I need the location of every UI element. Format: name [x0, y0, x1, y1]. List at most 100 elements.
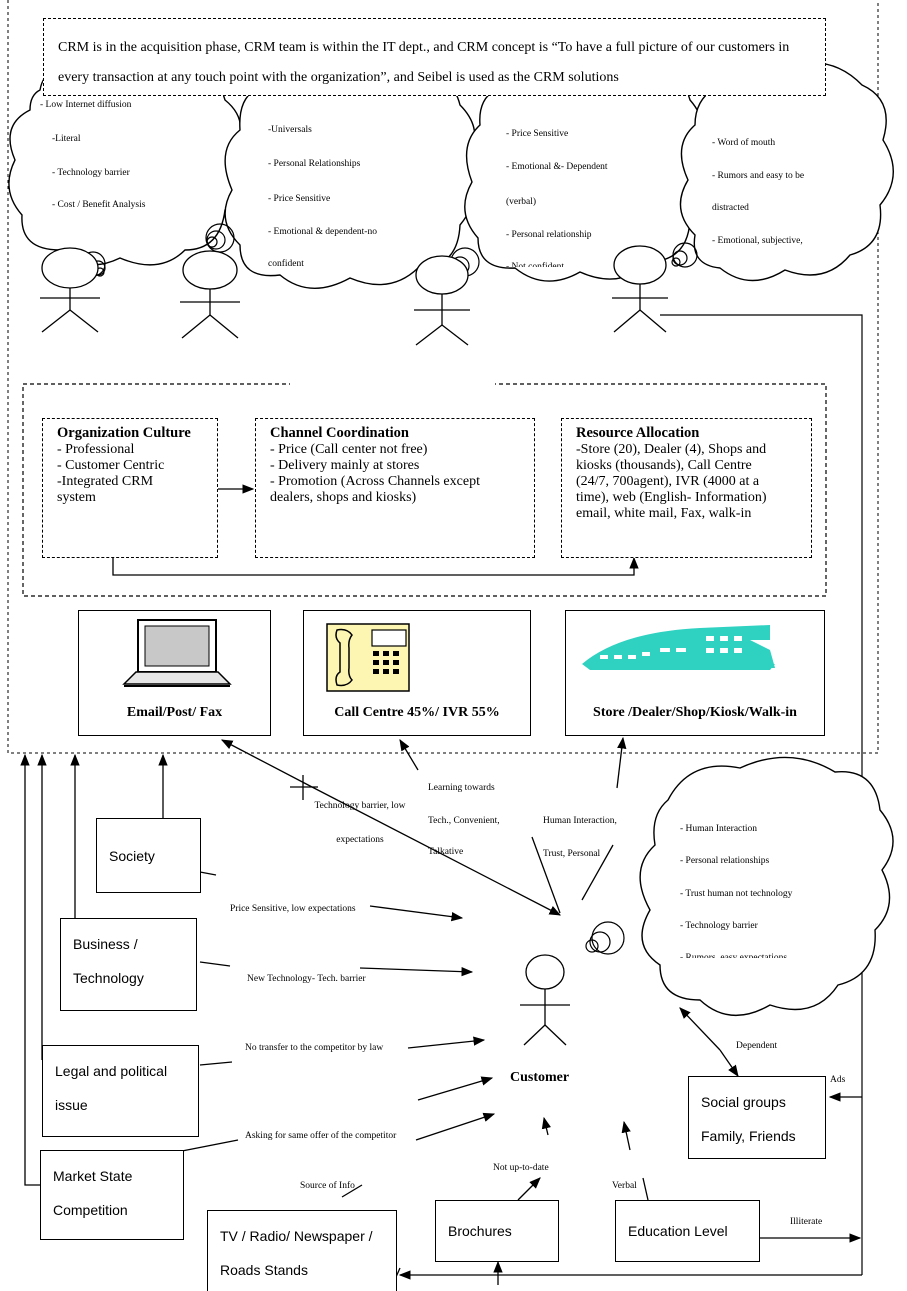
social-groups-label: Social groups — [701, 1094, 786, 1110]
thought-cloud-2 — [224, 66, 476, 289]
cloud-4-item: - Rumors and easy to be — [712, 171, 805, 181]
store-path-label: Trust, Personal — [543, 849, 601, 859]
business-technology-label: Technology — [73, 970, 144, 986]
society-box: Society — [96, 818, 201, 893]
store-building-icon — [582, 625, 775, 670]
resource-allocation-title: Resource Allocation — [576, 425, 700, 441]
social-groups-box: Social groups Family, Friends — [688, 1076, 826, 1159]
store-channel-label: Store /Dealer/Shop/Kiosk/Walk-in — [593, 705, 797, 720]
organization-culture-line: - Professional — [57, 442, 135, 457]
brochures-label: Brochures — [448, 1223, 512, 1239]
customer-cloud-item: - Trust human not technology — [680, 889, 793, 899]
call-path-label: Talkative — [428, 847, 464, 857]
cloud-4-item: - Word of mouth — [712, 138, 776, 148]
business-technology-box: Business / Technology — [60, 918, 197, 1011]
employee-figure-2 — [180, 250, 240, 339]
employee-figure-4 — [612, 245, 668, 333]
resource-allocation-line: kiosks (thousands), Call Centre — [576, 458, 752, 473]
cloud-2-item: confident — [268, 259, 304, 269]
crm-context-box: CRM is in the acquisition phase, CRM tea… — [43, 18, 826, 96]
market-state-box: Market State Competition — [40, 1150, 184, 1240]
tv-radio-box: TV / Radio/ Newspaper / Roads Stands — [207, 1210, 397, 1291]
education-path-label: Verbal — [612, 1181, 637, 1191]
employee-figure-3 — [414, 255, 470, 346]
legal-path-label: No transfer to the competitor by law — [245, 1043, 384, 1053]
social-groups-label: Family, Friends — [701, 1128, 796, 1144]
customer-thought-cloud — [639, 756, 894, 1016]
channel-coordination-line: dealers, shops and kiosks) — [270, 490, 417, 505]
customer-cloud-item: - Personal relationships — [680, 856, 770, 866]
society-label: Society — [109, 848, 155, 864]
cloud-1-item: - Technology barrier — [52, 168, 130, 178]
organization-culture-line: -Integrated CRM — [57, 474, 154, 489]
brochures-box: Brochures — [435, 1200, 559, 1262]
customer-cloud-item: - Technology barrier — [680, 921, 758, 931]
customer-cloud-item: - Human Interaction — [680, 824, 758, 834]
education-level-label: Education Level — [628, 1223, 728, 1239]
cloud-1-item: - Cost / Benefit Analysis — [52, 200, 146, 210]
call-path-label: Tech., Convenient, — [428, 816, 500, 826]
resource-allocation-line: -Store (20), Dealer (4), Shops and — [576, 442, 767, 457]
channel-coordination-line: - Price (Call center not free) — [270, 442, 428, 457]
store-path-label: Human Interaction, — [543, 816, 617, 826]
society-path-label: Price Sensitive, low expectations — [230, 904, 356, 914]
market-state-label: Competition — [53, 1202, 128, 1218]
cloud-3-item: - Emotional &- Dependent — [506, 162, 608, 172]
organization-culture-box: Organization Culture - Professional - Cu… — [42, 418, 218, 558]
cloud-3-item: - Personal relationship — [506, 230, 592, 240]
resource-allocation-line: time), web (English- Information) — [576, 490, 767, 505]
cloud-3-item: - Price Sensitive — [506, 129, 569, 139]
channel-coordination-title: Channel Coordination — [270, 425, 409, 441]
customer-label: Customer — [510, 1070, 570, 1085]
tv-radio-label: Roads Stands — [220, 1262, 308, 1278]
market-state-label: Market State — [53, 1168, 133, 1184]
tv-path-label: Source of Info — [300, 1181, 355, 1191]
ads-path-label: Ads — [830, 1075, 846, 1085]
resource-allocation-box: Resource Allocation -Store (20), Dealer … — [561, 418, 812, 558]
social-path-label: Dependent — [736, 1041, 778, 1051]
business-path-label: New Technology- Tech. barrier — [247, 974, 366, 984]
outer-frame — [7, 0, 879, 754]
call-centre-channel: Call Centre 45%/ IVR 55% — [303, 610, 531, 736]
cloud-3-item: - Not confident — [506, 262, 565, 267]
cloud-2-item: - Price Sensitive — [268, 194, 331, 204]
cloud-1-item: -Literal — [52, 134, 81, 144]
legal-political-label: issue — [55, 1097, 88, 1113]
call-path-label: Learning towards — [428, 783, 495, 793]
email-path-label: Technology barrier, low — [314, 801, 406, 811]
illiterate-path-label: Illiterate — [790, 1217, 823, 1227]
education-level-box: Education Level — [615, 1200, 760, 1262]
email-post-fax-channel: Email/Post/ Fax — [78, 610, 271, 736]
customer-figure — [520, 954, 570, 1046]
channel-coordination-line: - Promotion (Across Channels except — [270, 474, 480, 489]
cloud-1-item: - Low Internet diffusion — [40, 100, 132, 110]
employee-figure-1 — [40, 247, 100, 333]
email-path-label: expectations — [336, 835, 384, 845]
telephone-icon — [326, 623, 410, 692]
business-technology-label: Business / — [73, 936, 138, 952]
resource-allocation-line: email, white mail, Fax, walk-in — [576, 506, 752, 521]
resource-allocation-line: (24/7, 700agent), IVR (4000 at a — [576, 474, 760, 489]
cloud-2-item: - Personal Relationships — [268, 159, 361, 169]
cloud-4-item: distracted — [712, 203, 749, 213]
organization-culture-line: - Customer Centric — [57, 458, 165, 473]
market-path-label: Asking for same offer of the competitor — [245, 1131, 397, 1141]
cloud-4-item: - Emotional, subjective, — [712, 236, 803, 246]
customer-cloud-item: - Rumors, easy expectations — [680, 953, 788, 958]
tv-radio-label: TV / Radio/ Newspaper / — [220, 1228, 373, 1244]
channel-coordination-line: - Delivery mainly at stores — [270, 458, 420, 473]
email-post-fax-label: Email/Post/ Fax — [126, 705, 223, 720]
legal-political-box: Legal and political issue — [42, 1045, 199, 1137]
thought-cloud-4 — [679, 62, 894, 282]
laptop-icon — [122, 619, 232, 687]
channel-coordination-box: Channel Coordination - Price (Call cente… — [255, 418, 535, 558]
cloud-2-item: - Emotional & dependent-no — [268, 227, 377, 237]
brochures-path-label: Not up-to-date — [493, 1163, 549, 1173]
cloud-3-item: (verbal) — [506, 197, 537, 207]
organization-culture-line: system — [57, 490, 96, 505]
cloud-2-item: -Universals — [268, 125, 312, 135]
call-centre-label: Call Centre 45%/ IVR 55% — [334, 705, 500, 720]
store-channel: Store /Dealer/Shop/Kiosk/Walk-in — [565, 610, 825, 736]
legal-political-label: Legal and political — [55, 1063, 168, 1079]
organization-culture-title: Organization Culture — [57, 425, 191, 441]
